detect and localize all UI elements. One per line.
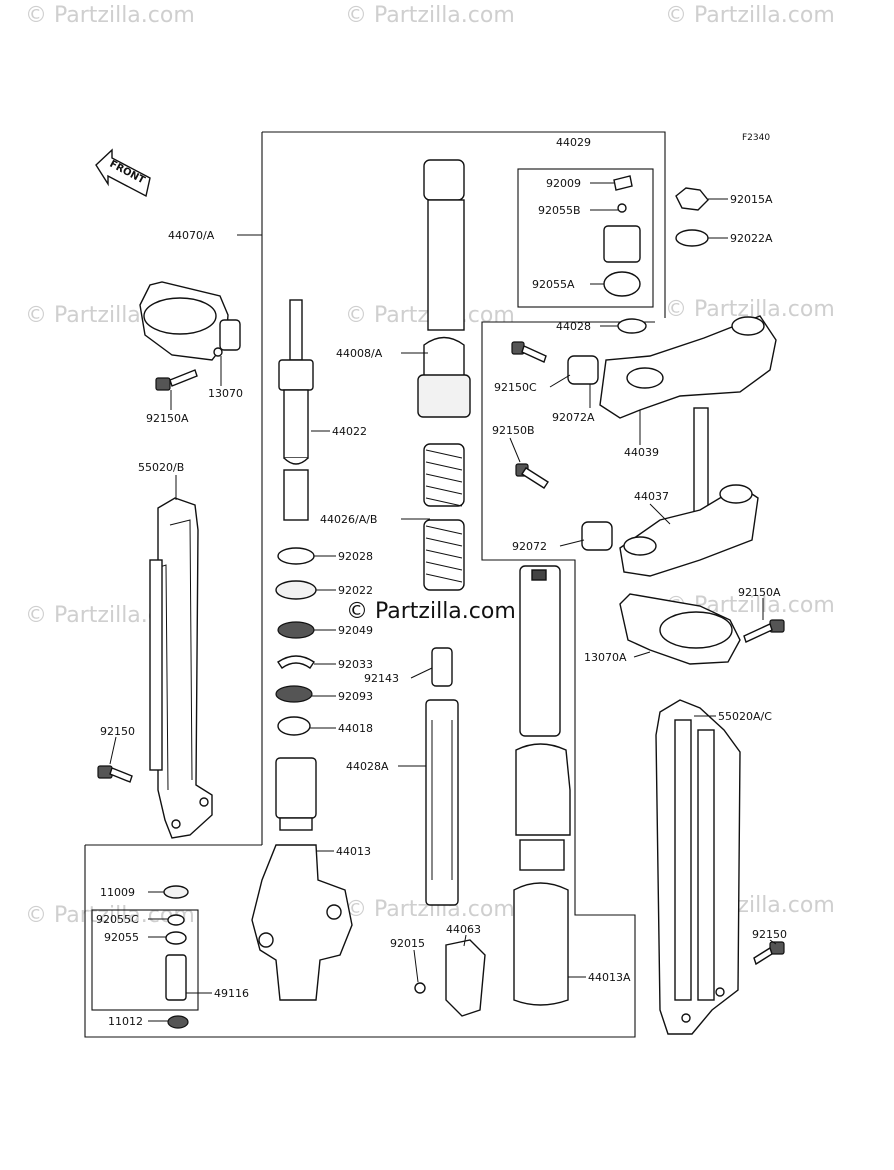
callout-44022[interactable]: 44022 [332,425,367,438]
callout-44070A[interactable]: 44070/A [168,229,215,242]
callout-44018[interactable]: 44018 [338,722,373,735]
outer-tube-44013A [513,565,571,1006]
callout-92055A[interactable]: 92055A [532,278,575,291]
center-watermark: © Partzilla.com [346,599,516,624]
callout-44029[interactable]: 44029 [556,136,591,149]
nut-92015A [675,187,709,211]
fork-clamp-13070 [139,281,241,361]
callout-44008A[interactable]: 44008/A [336,347,383,360]
collar-92143 [431,647,453,687]
callout-92055[interactable]: 92055 [104,931,139,944]
bolt-92150-right [753,941,785,966]
watermark: © Partzilla.com [25,3,195,28]
callout-92009[interactable]: 92009 [546,177,581,190]
callout-44028A[interactable]: 44028A [346,760,389,773]
callout-44063[interactable]: 44063 [446,923,481,936]
callout-13070A[interactable]: 13070A [584,651,627,664]
clamp-92072A [567,355,599,385]
callouts: 44029 92009 92055B 92055A 44028 92015A 9… [96,136,787,1028]
fork-spring-44026 [423,443,465,591]
callout-44039[interactable]: 44039 [624,446,659,459]
fork-guard-55020B [149,497,213,839]
callout-44013[interactable]: 44013 [336,845,371,858]
steering-stem-44037 [619,407,759,577]
callout-13070[interactable]: 13070 [208,387,243,400]
watermark: © Partzilla.com [345,3,515,28]
callout-11009[interactable]: 11009 [100,886,135,899]
callout-92150B[interactable]: 92150B [492,424,535,437]
callout-44037[interactable]: 44037 [634,490,669,503]
callout-92150A-left[interactable]: 92150A [146,412,189,425]
callout-92150A-right[interactable]: 92150A [738,586,781,599]
axle-holder-44063 [414,939,486,1017]
callout-92022A[interactable]: 92022A [730,232,773,245]
fork-guard-55020AC [655,699,741,1035]
damper-rod-44022 [278,299,314,521]
inner-tube-44008A [417,159,471,418]
callout-55020B[interactable]: 55020/B [138,461,184,474]
callout-92033[interactable]: 92033 [338,658,373,671]
callout-55020AC[interactable]: 55020A/C [718,710,772,723]
bolt-92150A-left [155,369,198,391]
leader-lines [109,182,777,1022]
watermark: © Partzilla.com [25,903,195,928]
bolt-92150C [511,341,547,363]
upper-clamp-44039 [599,315,777,419]
callout-92028[interactable]: 92028 [338,550,373,563]
washer-92022A [675,229,709,247]
callout-92055B[interactable]: 92055B [538,204,581,217]
assembly-outlines [84,131,666,1038]
callout-92150-left[interactable]: 92150 [100,725,135,738]
callout-92143[interactable]: 92143 [364,672,399,685]
figure-id: F2340 [742,133,770,143]
clamp-92072 [581,521,613,551]
callout-44028[interactable]: 44028 [556,320,591,333]
watermark: © Partzilla.com [665,3,835,28]
bolt-92150B [515,463,549,489]
callout-11012[interactable]: 11012 [108,1015,143,1028]
callout-92049[interactable]: 92049 [338,624,373,637]
callout-92022[interactable]: 92022 [338,584,373,597]
cap-group-44029 [603,175,647,334]
valve-assembly-49116 [163,885,189,1029]
front-arrow-icon: FRONT [95,148,151,198]
callout-44026AB[interactable]: 44026/A/B [320,513,377,526]
bolt-92150-left [97,765,133,783]
seal-stack [275,547,317,736]
callout-92093[interactable]: 92093 [338,690,373,703]
bolt-92150A-right [743,619,785,643]
callout-44013A[interactable]: 44013A [588,971,631,984]
callout-92150-right[interactable]: 92150 [752,928,787,941]
fork-clamp-13070A [619,593,741,665]
spacer-44028A [425,699,459,906]
callout-92072A[interactable]: 92072A [552,411,595,424]
outer-tube-44013 [251,757,353,1001]
callout-92055C[interactable]: 92055C [96,913,139,926]
callout-92150C[interactable]: 92150C [494,381,537,394]
callout-92072[interactable]: 92072 [512,540,547,553]
callout-92015A[interactable]: 92015A [730,193,773,206]
callout-49116[interactable]: 49116 [214,987,249,1000]
callout-92015[interactable]: 92015 [390,937,425,950]
